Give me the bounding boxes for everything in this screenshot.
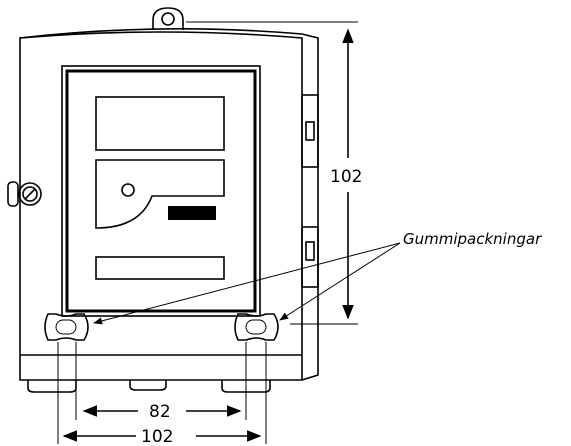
- front-panel: [61, 65, 261, 317]
- rubber-gasket-left: [44, 313, 89, 341]
- callout-leaders: [93, 242, 401, 325]
- outer-width-dimension: [57, 342, 267, 444]
- gasket-callout-label: Gummipackningar: [403, 230, 542, 248]
- housing-feet: [27, 380, 271, 393]
- inner-width-dimension-label: 82: [149, 402, 171, 422]
- hanging-lug: [152, 7, 184, 30]
- outer-width-dimension-label: 102: [141, 427, 173, 446]
- hinge-strip: [301, 33, 319, 381]
- height-dimension-label: 102: [330, 167, 362, 187]
- height-dimension: [186, 21, 358, 325]
- housing: [19, 28, 303, 381]
- rubber-gasket-right: [234, 313, 279, 341]
- lock-screw-icon: [7, 181, 42, 207]
- inner-width-dimension: [75, 342, 247, 420]
